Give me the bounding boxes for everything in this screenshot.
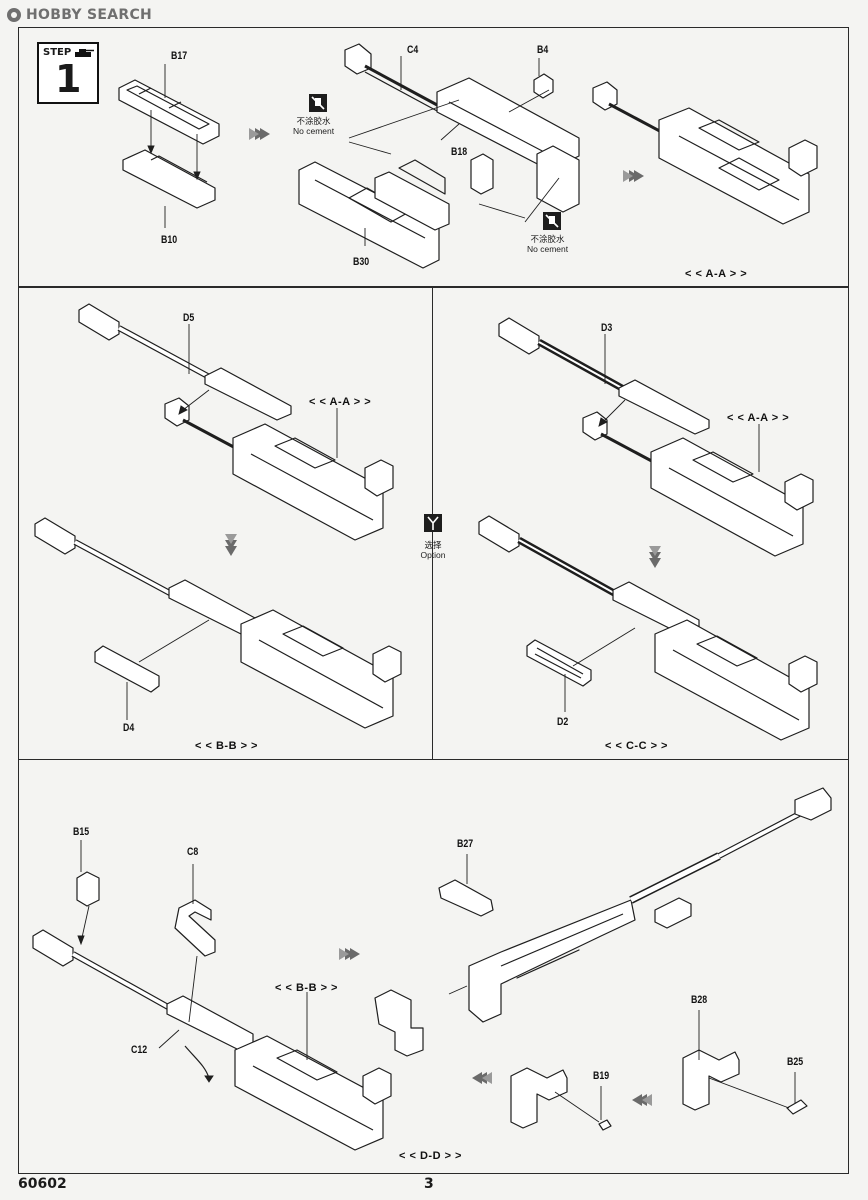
part-b28: B28 <box>691 994 708 1006</box>
option-cn: 选择 <box>424 540 442 550</box>
option-branch-icon <box>424 514 442 532</box>
part-b19: B19 <box>593 1070 610 1082</box>
step-number: 1 <box>55 57 82 101</box>
no-cement-cn-right: 不涂胶水 <box>530 234 565 244</box>
part-b15: B15 <box>73 826 90 838</box>
option-note: 选择 Option <box>414 540 452 560</box>
part-b30: B30 <box>353 256 370 268</box>
no-cement-en-left: No cement <box>293 126 335 136</box>
step1-panel: STEP 1 <box>18 27 849 287</box>
no-cement-icon <box>543 212 561 230</box>
part-d3: D3 <box>601 322 613 334</box>
part-c4: C4 <box>407 44 419 56</box>
part-d5: D5 <box>183 312 195 324</box>
no-cement-note-left: 不涂胶水 No cement <box>293 116 334 136</box>
step1-illustration <box>118 43 818 269</box>
part-b27: B27 <box>457 838 474 850</box>
subassembly-c-c-label: < < C-C > > <box>605 740 668 752</box>
assembly-c-c-panel: D3 < < A-A > > D2 < < C-C > > <box>432 287 849 760</box>
assembly-d-d-panel: B15 C8 C12 < < B-B > > B27 B28 B25 B19 <… <box>18 759 849 1174</box>
subassembly-b-b-label: < < B-B > > <box>195 740 258 752</box>
assembly-c-c-illustration <box>478 317 818 741</box>
part-b18: B18 <box>451 146 468 158</box>
ref-a-a-label: < < A-A > > <box>727 412 790 424</box>
no-cement-icon <box>309 94 327 112</box>
watermark: HOBBY SEARCH <box>6 5 152 25</box>
assembly-d-d-illustration <box>32 787 832 1151</box>
subassembly-a-a-label: < < A-A > > <box>685 268 748 280</box>
no-cement-note-right: 不涂胶水 No cement <box>527 234 568 254</box>
no-cement-en-right: No cement <box>527 244 569 254</box>
page-number: 3 <box>424 1176 434 1192</box>
tank-icon <box>75 49 94 57</box>
assembly-b-b-panel: D5 < < A-A > > D4 < < B-B > > <box>18 287 433 760</box>
part-b25: B25 <box>787 1056 804 1068</box>
ref-b-b-label: < < B-B > > <box>275 982 338 994</box>
hobby-search-logo-icon <box>7 8 21 22</box>
part-d2: D2 <box>557 716 569 728</box>
part-b10: B10 <box>161 234 178 246</box>
part-c8: C8 <box>187 846 199 858</box>
product-code: 60602 <box>18 1176 67 1192</box>
part-c12: C12 <box>131 1044 148 1056</box>
step-label: STEP <box>43 47 72 58</box>
part-d4: D4 <box>123 722 135 734</box>
ref-a-a-label: < < A-A > > <box>309 396 372 408</box>
watermark-text: HOBBY SEARCH <box>26 7 153 23</box>
option-en: Option <box>420 550 446 560</box>
subassembly-d-d-label: < < D-D > > <box>399 1150 462 1162</box>
step-badge: STEP 1 <box>37 42 99 104</box>
assembly-b-b-illustration <box>34 303 402 729</box>
part-b4: B4 <box>537 44 549 56</box>
part-b17: B17 <box>171 50 188 62</box>
no-cement-cn-left: 不涂胶水 <box>296 116 331 126</box>
